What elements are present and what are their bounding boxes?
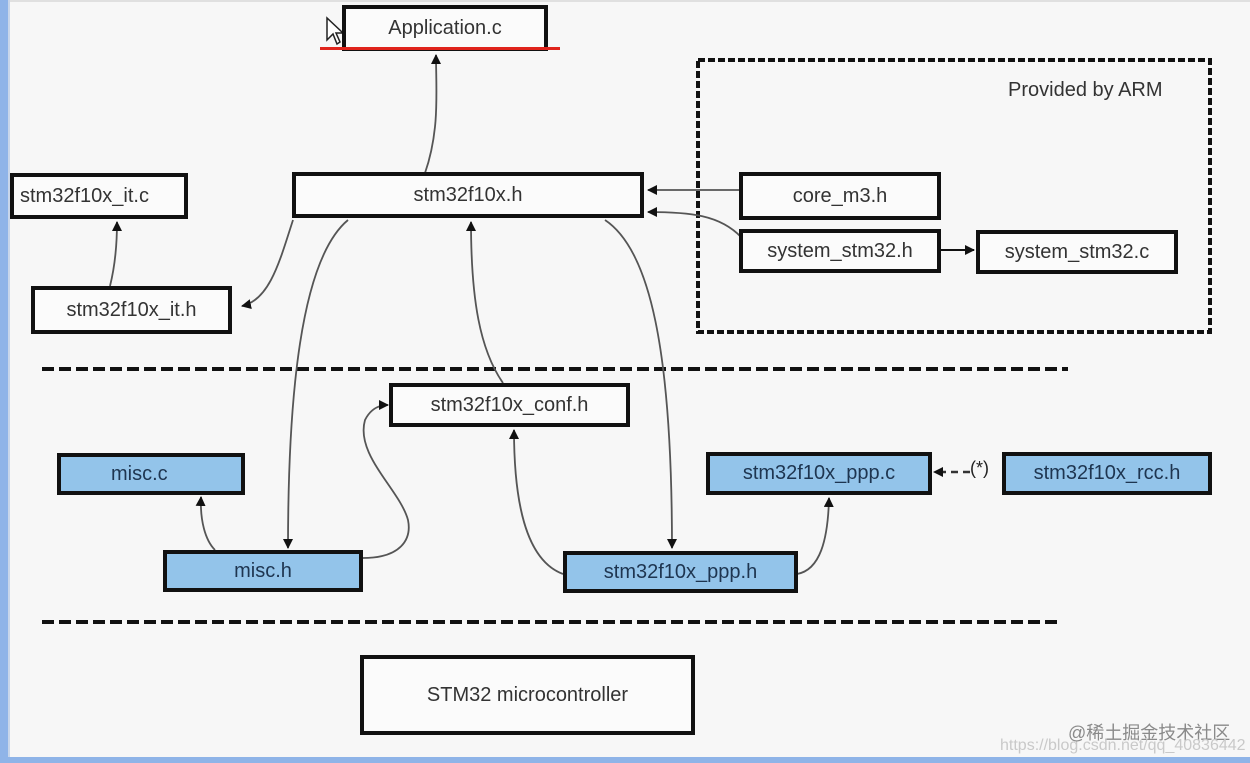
optional-marker: (*) xyxy=(970,458,989,478)
highlight-underline xyxy=(320,47,560,50)
edge-stm32f10x-h-to-it-h xyxy=(241,219,294,309)
edge-ppp-h-to-ppp-c xyxy=(796,497,834,575)
node-label: stm32f10x_it.c xyxy=(20,184,149,207)
node-label: stm32f10x_conf.h xyxy=(430,393,589,416)
node-stm32f10x-it-h[interactable]: stm32f10x_it.h xyxy=(31,286,232,334)
node-label: stm32f10x_ppp.c xyxy=(742,462,896,484)
edge-stm32f10x-h-to-application-c xyxy=(424,54,442,174)
edge-stm32f10x-h-to-ppp-h xyxy=(604,219,677,549)
node-label: core_m3.h xyxy=(792,184,888,207)
node-label: STM32 microcontroller xyxy=(426,683,629,706)
watermark-brand: @稀土掘金技术社区 xyxy=(1068,723,1231,743)
edge-stm32f10x-h-to-misc-h xyxy=(283,219,349,549)
node-label: stm32f10x.h xyxy=(413,183,523,206)
node-system-stm32-h[interactable]: system_stm32.h xyxy=(739,229,941,273)
watermark-url: https://blog.csdn.net/qq_40836442 xyxy=(1000,737,1246,754)
window-left-border-inner xyxy=(8,0,10,763)
edge-it-h-to-it-c xyxy=(109,221,122,287)
node-stm32f10x-rcc-h[interactable]: stm32f10x_rcc.h xyxy=(1002,452,1212,495)
mouse-cursor-icon xyxy=(325,16,345,51)
node-stm32f10x-ppp-c[interactable]: stm32f10x_ppp.c xyxy=(706,452,932,495)
node-label: stm32f10x_it.h xyxy=(66,298,197,321)
node-misc-c[interactable]: misc.c xyxy=(57,453,245,495)
window-bottom-border xyxy=(0,757,1250,763)
arm-group-border xyxy=(696,58,1212,334)
arm-group-label: Provided by ARM xyxy=(1008,79,1163,101)
edge-misc-h-to-misc-c xyxy=(195,496,216,551)
node-stm32f10x-it-c[interactable]: stm32f10x_it.c xyxy=(10,173,188,219)
node-stm32f10x-ppp-h[interactable]: stm32f10x_ppp.h xyxy=(563,551,798,593)
node-system-stm32-c[interactable]: system_stm32.c xyxy=(976,230,1178,274)
edge-conf-h-to-stm32f10x-h xyxy=(466,221,504,384)
node-label: misc.c xyxy=(111,462,168,485)
window-top-edge xyxy=(10,0,1250,2)
edge-ppp-h-to-conf-h xyxy=(509,429,564,575)
node-label: stm32f10x_ppp.h xyxy=(603,560,758,583)
node-stm32f10x-h[interactable]: stm32f10x.h xyxy=(292,172,644,218)
node-label: Application.c xyxy=(388,16,502,39)
node-core-m3-h[interactable]: core_m3.h xyxy=(739,172,941,220)
window-left-border xyxy=(0,0,8,763)
edge-misc-h-to-conf-h xyxy=(362,400,410,559)
node-label: system_stm32.h xyxy=(767,239,913,262)
edge-system-h-to-stm32f10x-h xyxy=(647,207,742,238)
node-application-c[interactable]: Application.c xyxy=(342,5,548,51)
node-misc-h[interactable]: misc.h xyxy=(163,550,363,592)
node-label: stm32f10x_rcc.h xyxy=(1033,462,1181,484)
node-stm32-microcontroller[interactable]: STM32 microcontroller xyxy=(360,655,695,735)
node-label: system_stm32.c xyxy=(1004,240,1150,263)
node-label: misc.h xyxy=(234,559,292,582)
node-stm32f10x-conf-h[interactable]: stm32f10x_conf.h xyxy=(389,383,630,427)
